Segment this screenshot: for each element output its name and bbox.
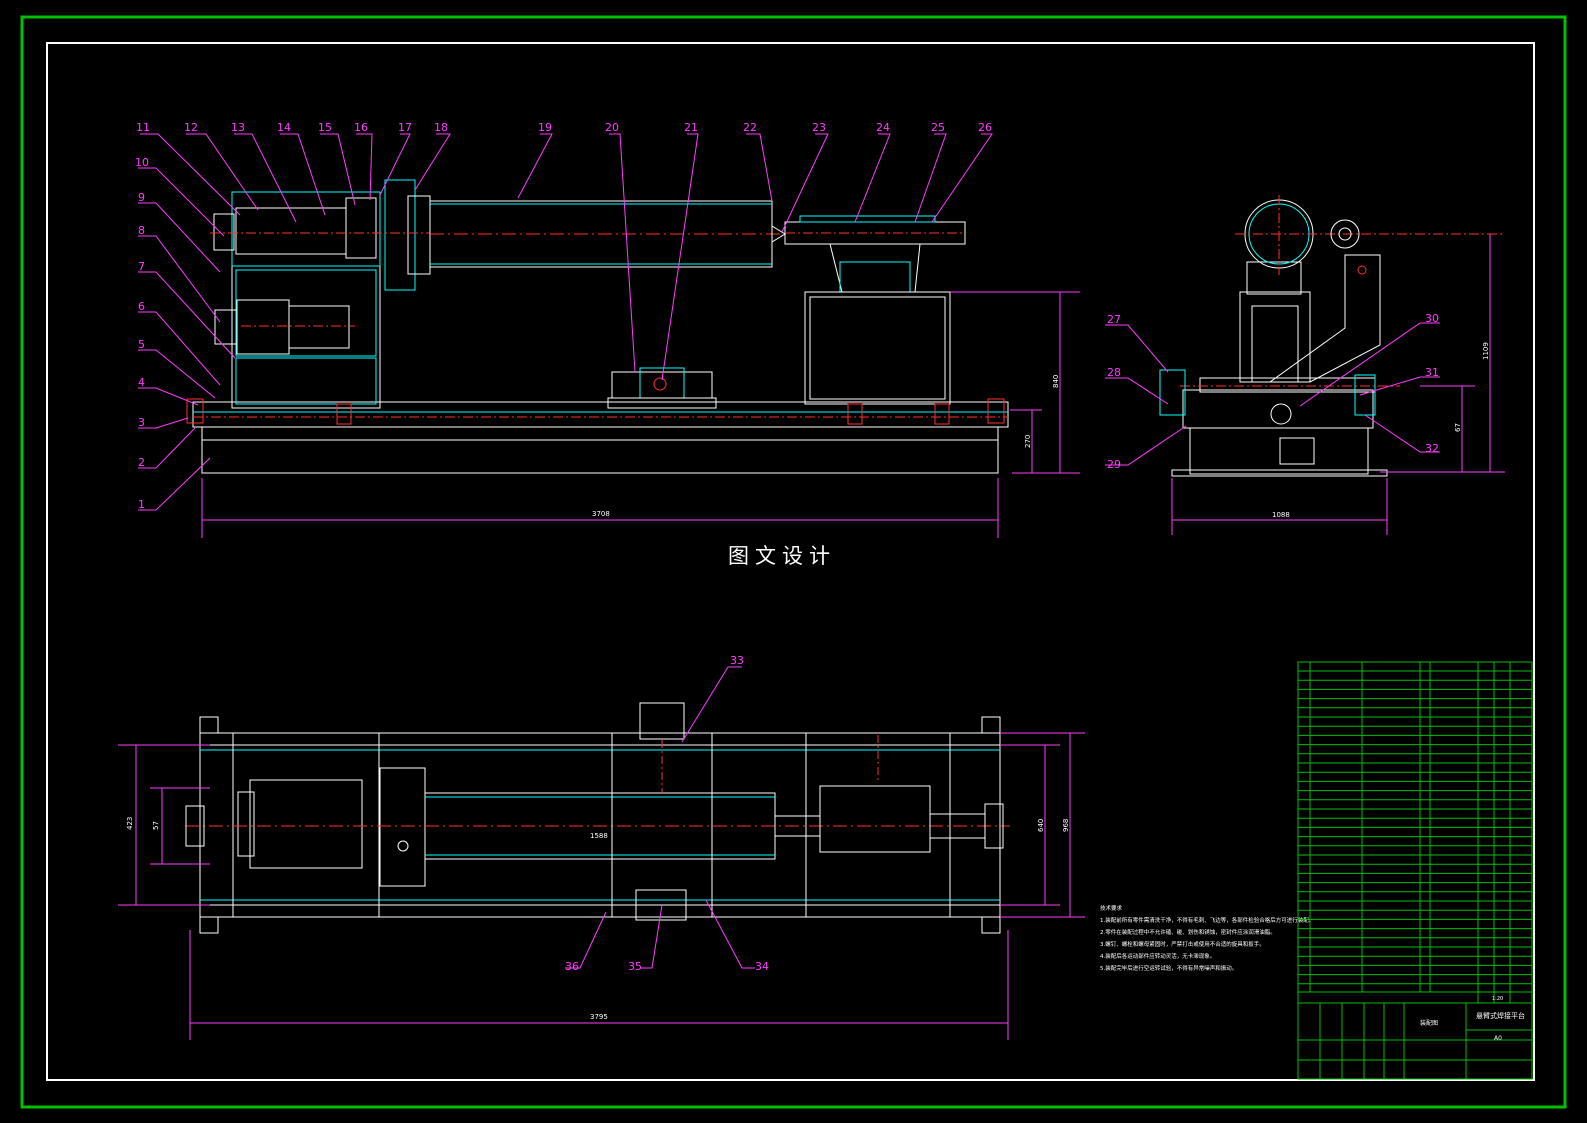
side-view-labels: 27 28 29 30 31 32 1088 1109 67	[1107, 312, 1490, 519]
plan-view	[118, 702, 1085, 1040]
notes-title: 技术要求	[1100, 904, 1123, 912]
drawing-material: 装配图	[1420, 1019, 1438, 1027]
side-view	[1159, 195, 1505, 535]
part-label: 17	[398, 121, 412, 134]
part-label: 32	[1425, 442, 1439, 455]
part-label: 5	[138, 338, 145, 351]
part-label: 12	[184, 121, 198, 134]
plan-view-leaders	[565, 666, 755, 969]
notes-line: 5.装配完毕后进行空运转试验，不得有异常噪声和振动。	[1100, 964, 1237, 972]
dimension-small: 67	[1454, 423, 1462, 432]
part-label: 3	[138, 416, 145, 429]
dimension-base: 270	[1024, 435, 1032, 448]
part-label: 11	[136, 121, 150, 134]
part-label: 35	[628, 960, 642, 973]
notes-line: 1.装配前所有零件需清洗干净，不得有毛刺、飞边等，各部件检验合格后方可进行装配。	[1100, 916, 1314, 924]
drawing-sheet: A0	[1494, 1035, 1502, 1042]
front-view-labels: 11 12 13 14 15 16 17 18 19 20 21 22 23 2…	[135, 121, 1060, 518]
dimension-right-inner: 640	[1037, 819, 1045, 832]
part-label: 23	[812, 121, 826, 134]
part-label: 25	[931, 121, 945, 134]
watermark-text: 图文设计	[728, 544, 836, 568]
part-label: 13	[231, 121, 245, 134]
dimension-width: 1088	[1272, 511, 1290, 519]
part-label: 2	[138, 456, 145, 469]
part-label: 16	[354, 121, 368, 134]
part-label: 36	[565, 960, 579, 973]
part-label: 9	[138, 191, 145, 204]
front-view	[186, 179, 1009, 474]
part-label: 15	[318, 121, 332, 134]
notes-line: 3.螺钉、螺栓和螺母紧固时，严禁打击或使用不合适的旋具和扳手。	[1100, 940, 1265, 948]
dimension-height: 1109	[1482, 342, 1490, 360]
dimension-inner: 1588	[590, 832, 608, 840]
notes-line: 4.装配后各运动部件应转动灵活，无卡滞现象。	[1100, 952, 1215, 960]
part-label: 26	[978, 121, 992, 134]
part-label: 22	[743, 121, 757, 134]
dimension-height: 840	[1052, 375, 1060, 388]
part-label: 6	[138, 300, 145, 313]
part-label: 1	[138, 498, 145, 511]
title-block	[1297, 991, 1533, 1080]
part-label: 24	[876, 121, 890, 134]
part-label: 30	[1425, 312, 1439, 325]
dimension-right-outer: 968	[1062, 819, 1070, 832]
part-label: 28	[1107, 366, 1121, 379]
front-view-leaders	[138, 133, 1080, 538]
dimension-length: 3795	[590, 1013, 608, 1021]
outer-frame	[20, 15, 1567, 1109]
dimension-left-outer: 423	[126, 817, 134, 830]
inner-frame	[46, 42, 1535, 1081]
title-block-text: 悬臂式焊接平台 装配图 1:20 A0	[1420, 996, 1525, 1042]
part-label: 4	[138, 376, 145, 389]
technical-notes: 技术要求 1.装配前所有零件需清洗干净，不得有毛刺、飞边等，各部件检验合格后方可…	[1100, 904, 1314, 972]
notes-line: 2.零件在装配过程中不允许磕、碰、划伤和锈蚀，密封件应涂润滑油脂。	[1100, 928, 1276, 936]
part-label: 20	[605, 121, 619, 134]
part-label: 19	[538, 121, 552, 134]
side-view-leaders	[1105, 322, 1440, 466]
part-label: 8	[138, 224, 145, 237]
part-label: 10	[135, 156, 149, 169]
dimension-left-inner: 57	[152, 821, 160, 830]
drawing-scale: 1:20	[1492, 996, 1503, 1002]
part-label: 29	[1107, 458, 1121, 471]
part-label: 14	[277, 121, 291, 134]
part-label: 21	[684, 121, 698, 134]
part-label: 31	[1425, 366, 1439, 379]
dimension-length: 3708	[592, 510, 610, 518]
parts-list	[1297, 661, 1533, 1003]
part-label: 34	[755, 960, 769, 973]
part-label: 18	[434, 121, 448, 134]
part-label: 7	[138, 260, 145, 273]
part-label: 33	[730, 654, 744, 667]
drawing-title: 悬臂式焊接平台	[1476, 1011, 1525, 1020]
part-label: 27	[1107, 313, 1121, 326]
plan-view-labels: 33 34 35 36 3795 1588 423 57 640 968	[126, 654, 1070, 1021]
